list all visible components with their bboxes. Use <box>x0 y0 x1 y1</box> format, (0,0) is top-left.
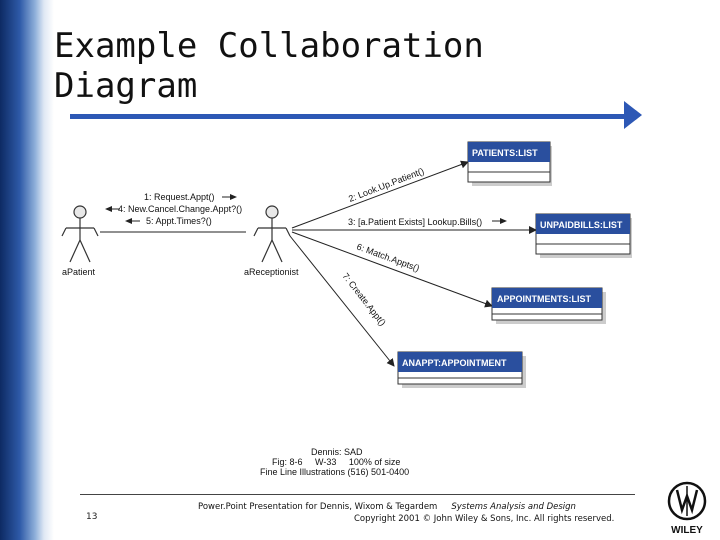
logo-wordmark: WILEY <box>671 525 703 536</box>
footer-divider <box>80 494 635 495</box>
object-patients-label: PATIENTS:LIST <box>472 148 538 158</box>
actor-receptionist-icon <box>253 205 291 263</box>
message-7: 7: Create.Appt() <box>340 271 387 328</box>
caption-line-3: Fine Line Illustrations (516) 501-0400 <box>260 467 409 477</box>
object-anappt-label: ANAPPT:APPOINTMENT <box>402 358 507 368</box>
title-underline <box>70 114 630 119</box>
footer-copyright: Copyright 2001 © John Wiley & Sons, Inc.… <box>354 514 615 524</box>
wiley-logo-icon: WILEY <box>667 481 707 536</box>
slide-number: 13 <box>86 512 98 522</box>
object-anappt-appointment: ANAPPT:APPOINTMENT <box>397 351 526 388</box>
caption-line-1: Dennis: SAD <box>311 447 363 457</box>
caption-line-2: Fig: 8-6 W-33 100% of size <box>272 457 400 467</box>
object-unpaidbills-list: UNPAIDBILLS:LIST <box>535 213 632 258</box>
footer-credit-text: Power.Point Presentation for Dennis, Wix… <box>198 502 438 512</box>
message-3: 3: [a.Patient Exists] Lookup.Bills() <box>348 217 482 227</box>
left-band-fade <box>44 0 54 540</box>
slide-title: Example Collaboration Diagram <box>54 26 484 106</box>
actor-receptionist-label: aReceptionist <box>244 267 299 277</box>
actor-patient-icon <box>61 205 99 263</box>
title-line-1: Example Collaboration <box>54 26 484 66</box>
message-5: 5: Appt.Times?() <box>146 216 212 226</box>
message-1: 1: Request.Appt() <box>144 192 215 202</box>
title-arrow-icon <box>624 101 642 129</box>
collaboration-diagram: aPatient aReceptionist 1: Request.Appt()… <box>61 141 632 477</box>
message-2: 2: Look.Up.Patient() <box>347 166 425 204</box>
message-6: 6: Match.Appts() <box>355 241 420 273</box>
title-line-2: Diagram <box>54 66 198 106</box>
object-unpaid-label: UNPAIDBILLS:LIST <box>540 220 623 230</box>
left-decorative-band <box>0 0 44 540</box>
footer-book-title: Systems Analysis and Design <box>451 502 576 512</box>
footer-credit: Power.Point Presentation for Dennis, Wix… <box>198 502 576 512</box>
object-appointments-label: APPOINTMENTS:LIST <box>497 294 592 304</box>
link-to-anappt <box>289 235 395 367</box>
message-4: 4: New.Cancel.Change.Appt?() <box>118 204 242 214</box>
object-appointments-list: APPOINTMENTS:LIST <box>491 287 606 324</box>
link-to-appointments <box>291 231 493 308</box>
link-to-patients <box>291 160 469 229</box>
actor-patient-label: aPatient <box>62 267 96 277</box>
object-patients-list: PATIENTS:LIST <box>467 141 552 186</box>
